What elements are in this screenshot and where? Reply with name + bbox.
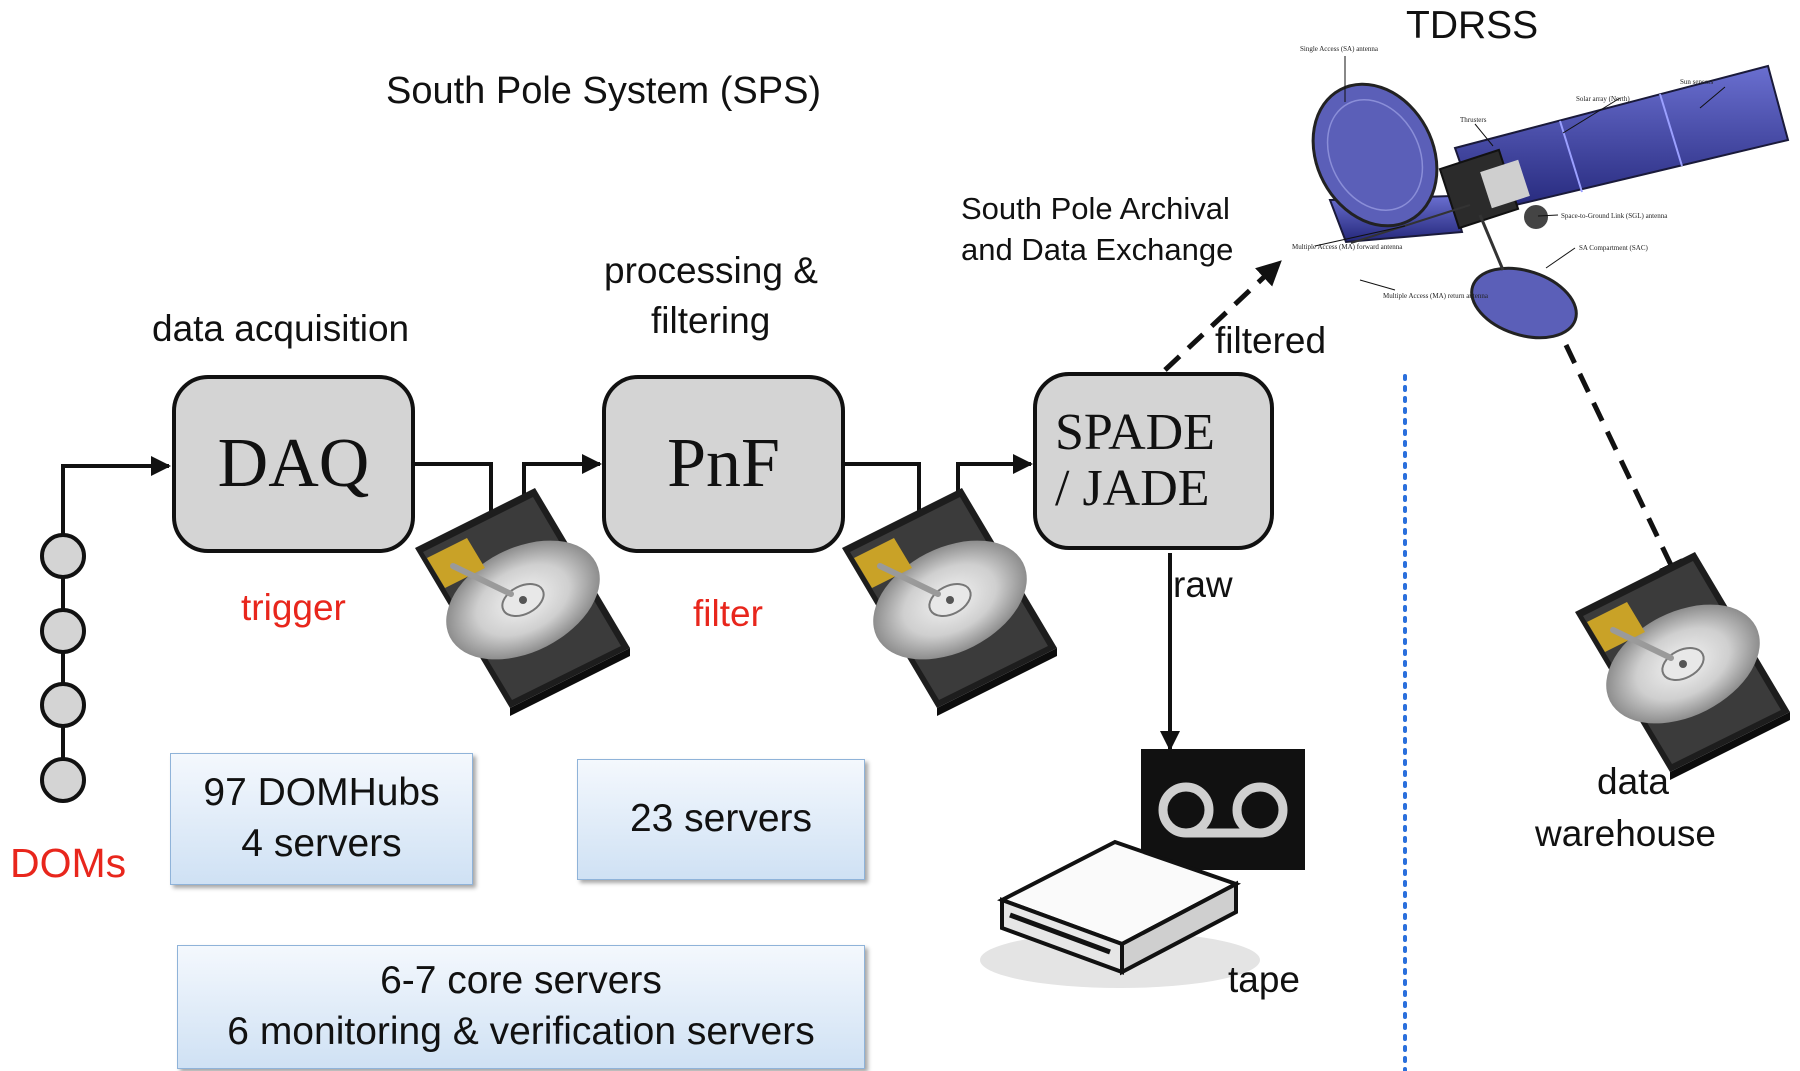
doms-label: DOMs [10,840,127,886]
tdrss-to-warehouse-arrow [1563,343,1683,587]
tape-drive-icon [980,749,1305,988]
daq-servers-line1: 97 DOMHubs [203,771,440,815]
dom-sensor-icons [40,533,86,803]
dom-sensor-icon [40,533,86,579]
dom-sensor-icon [40,608,86,654]
satellite-label: Solar array (North) [1576,95,1630,103]
pnf-heading-line2: filtering [651,300,771,341]
pnf-servers-text: 23 servers [629,797,813,841]
hard-disk-icon [1575,552,1790,780]
tape-label: tape [1228,959,1301,1000]
satellite-label: Single Access (SA) antenna [1300,45,1379,53]
pnf-heading-line1: processing & [604,250,818,291]
data-warehouse-label-line1: data [1597,761,1670,802]
filtered-label: filtered [1215,320,1327,361]
spade-box-label-line2: / JADE [1055,460,1210,517]
trigger-label: trigger [241,587,346,628]
satellite-label: Multiple Access (MA) forward antenna [1292,243,1403,251]
tdrss-label: TDRSS [1406,4,1539,47]
spade-heading-line1: South Pole Archival [961,191,1230,226]
satellite-label: SA Compartment (SAC) [1579,244,1649,252]
diagram-title: South Pole System (SPS) [386,70,822,112]
core-servers-line2: 6 monitoring & verification servers [227,1010,815,1053]
dom-sensor-icon [40,682,86,728]
core-servers-box: 6-7 core servers 6 monitoring & verifica… [177,945,865,1069]
pnf-box-label: PnF [667,425,780,502]
daq-heading: data acquisition [152,308,410,349]
pnf-servers-box: 23 servers [577,759,865,880]
pnf-to-disk-line [844,462,921,513]
dom-sensor-icon [40,757,86,803]
spade-box-label-line1: SPADE [1055,403,1215,461]
satellite-label: Thrusters [1460,116,1487,124]
daq-servers-line2: 4 servers [241,822,402,865]
doms-to-daq-arrow [61,456,171,535]
daq-servers-box: 97 DOMHubs 4 servers [170,753,473,885]
satellite-label: Multiple Access (MA) return antenna [1383,292,1489,300]
daq-box: DAQ [172,375,415,553]
spade-heading-line2: and Data Exchange [961,232,1234,267]
tdrss-satellite-icon: Single Access (SA) antenna Sun sensors S… [1292,45,1790,340]
hard-disk-icon [415,488,630,716]
satellite-label: Space-to-Ground Link (SGL) antenna [1561,212,1668,220]
hard-disk-icon [842,488,1057,716]
daq-to-disk-line [414,462,493,513]
daq-box-label: DAQ [217,425,370,502]
data-warehouse-label-line2: warehouse [1535,813,1717,854]
core-servers-line1: 6-7 core servers [380,959,662,1003]
filter-label: filter [693,593,763,634]
pnf-box: PnF [602,375,845,553]
raw-label: raw [1173,564,1233,605]
filtered-to-tdrss-arrow [1163,260,1282,372]
satellite-label: Sun sensors [1680,78,1714,86]
spade-jade-box: SPADE / JADE [1033,372,1274,550]
